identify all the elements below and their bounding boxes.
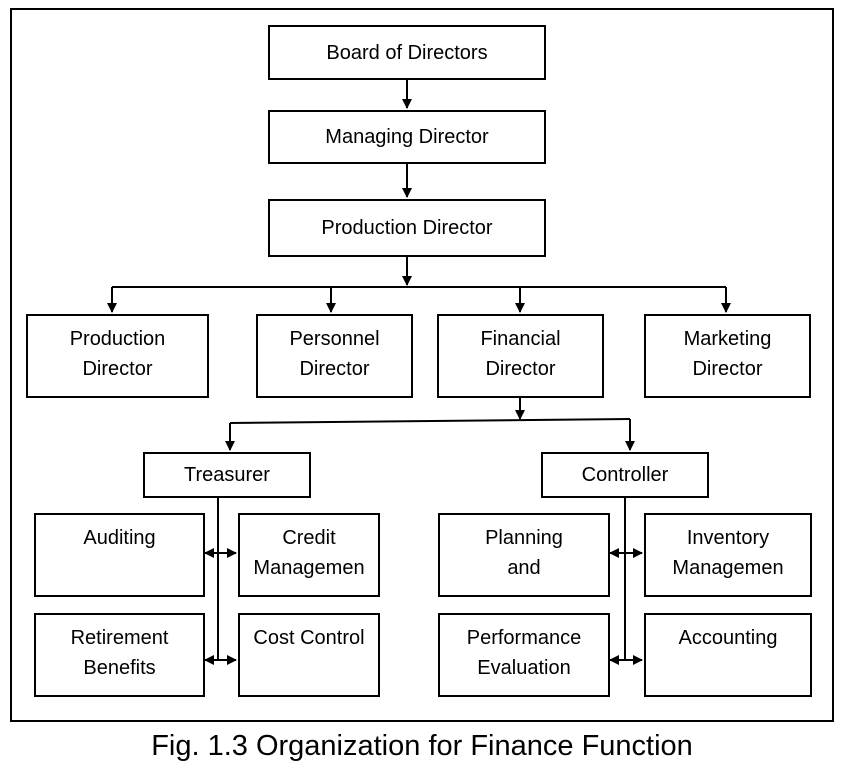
box-retirement-benefits: Retirement Benefits: [34, 613, 205, 697]
box-marketing-director: Marketing Director: [644, 314, 811, 398]
box-production-director-top: Production Director: [268, 199, 546, 257]
box-inventory-management: Inventory Managemen: [644, 513, 812, 597]
box-cost-control: Cost Control: [238, 613, 380, 697]
box-controller: Controller: [541, 452, 709, 498]
box-performance-evaluation: Performance Evaluation: [438, 613, 610, 697]
box-treasurer: Treasurer: [143, 452, 311, 498]
finance-branch-line: [229, 418, 631, 424]
box-credit-management: Credit Managemen: [238, 513, 380, 597]
box-board-of-directors: Board of Directors: [268, 25, 546, 80]
box-accounting: Accounting: [644, 613, 812, 697]
box-financial-director: Financial Director: [437, 314, 604, 398]
box-planning: Planning and: [438, 513, 610, 597]
figure-caption: Fig. 1.3 Organization for Finance Functi…: [151, 730, 693, 762]
box-personnel-director: Personnel Director: [256, 314, 413, 398]
box-auditing: Auditing: [34, 513, 205, 597]
box-managing-director: Managing Director: [268, 110, 546, 164]
box-production-director: Production Director: [26, 314, 209, 398]
diagram-frame: [10, 8, 834, 722]
